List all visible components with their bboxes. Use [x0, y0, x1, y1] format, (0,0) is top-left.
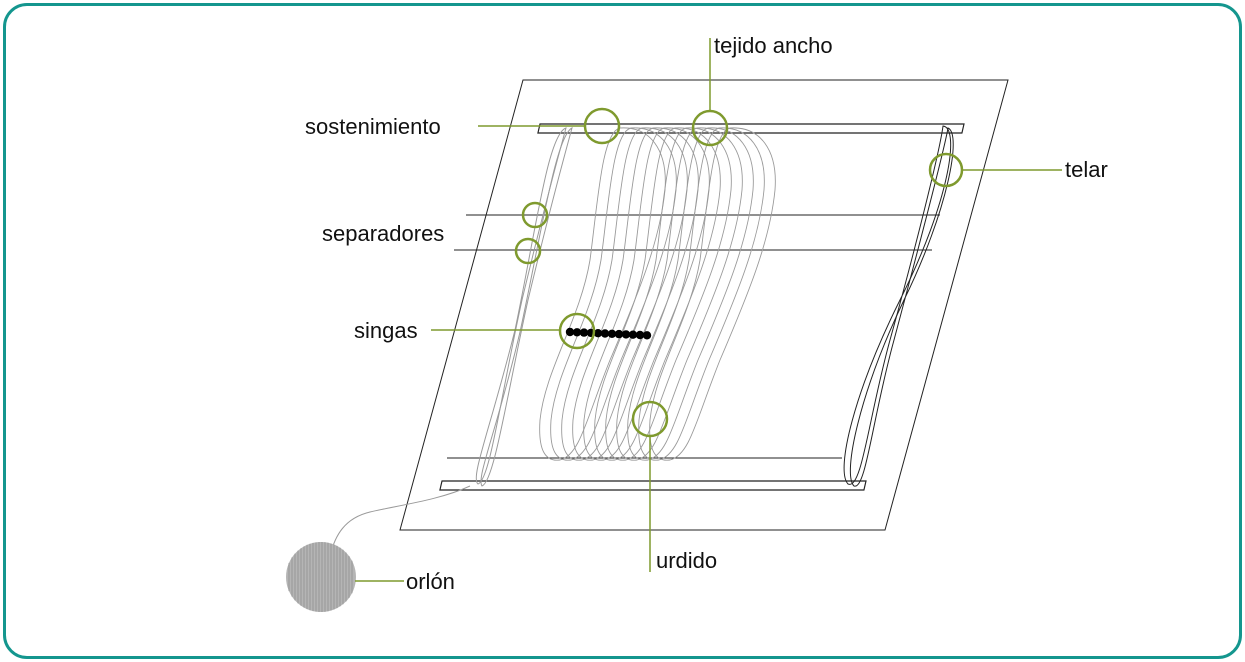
singa-bead: [572, 328, 582, 337]
singa-bead: [614, 329, 624, 339]
warp-thread: [638, 127, 765, 461]
callout-circle-telar: [928, 152, 964, 188]
callout-circles: [514, 107, 964, 438]
left-warp-loop: [329, 127, 573, 557]
singa-bead: [565, 327, 575, 337]
callout-circle-separador-2: [514, 237, 542, 265]
singa-bead: [621, 330, 631, 339]
singa-bead: [607, 329, 617, 338]
label-urdido: urdido: [656, 548, 717, 573]
label-singas: singas: [354, 318, 418, 343]
label-sostenimiento: sostenimiento: [305, 114, 441, 139]
label-orlon: orlón: [406, 569, 455, 594]
callout-circle-urdido: [631, 400, 669, 438]
singa-bead: [593, 329, 603, 338]
label-telar: telar: [1065, 157, 1108, 182]
warp-thread: [627, 127, 754, 461]
warp-thread: [594, 127, 721, 461]
right-warp-loop: [843, 125, 954, 487]
callout-circle-singas: [558, 312, 596, 350]
yarn-ball-icon: [286, 542, 356, 612]
callout-circle-separador-1: [521, 201, 549, 229]
warp-thread: [649, 127, 776, 461]
singa-bead: [635, 330, 645, 340]
singas-beads: [565, 327, 652, 340]
top-bar: [537, 123, 965, 134]
loom-board: [399, 79, 1009, 531]
label-tejido-ancho: tejido ancho: [714, 33, 833, 58]
callout-circle-tejido-ancho: [691, 109, 729, 147]
singa-bead: [642, 331, 652, 340]
singa-bead: [628, 330, 638, 339]
singa-bead: [600, 329, 610, 338]
callout-lines: [355, 38, 1062, 582]
warp-thread: [605, 127, 732, 461]
bottom-bar: [439, 480, 867, 491]
warp-thread: [616, 127, 743, 461]
callout-circle-sostenimiento: [583, 107, 621, 145]
warp-threads: [539, 127, 776, 461]
label-separadores: separadores: [322, 221, 444, 246]
singa-bead: [579, 328, 589, 337]
